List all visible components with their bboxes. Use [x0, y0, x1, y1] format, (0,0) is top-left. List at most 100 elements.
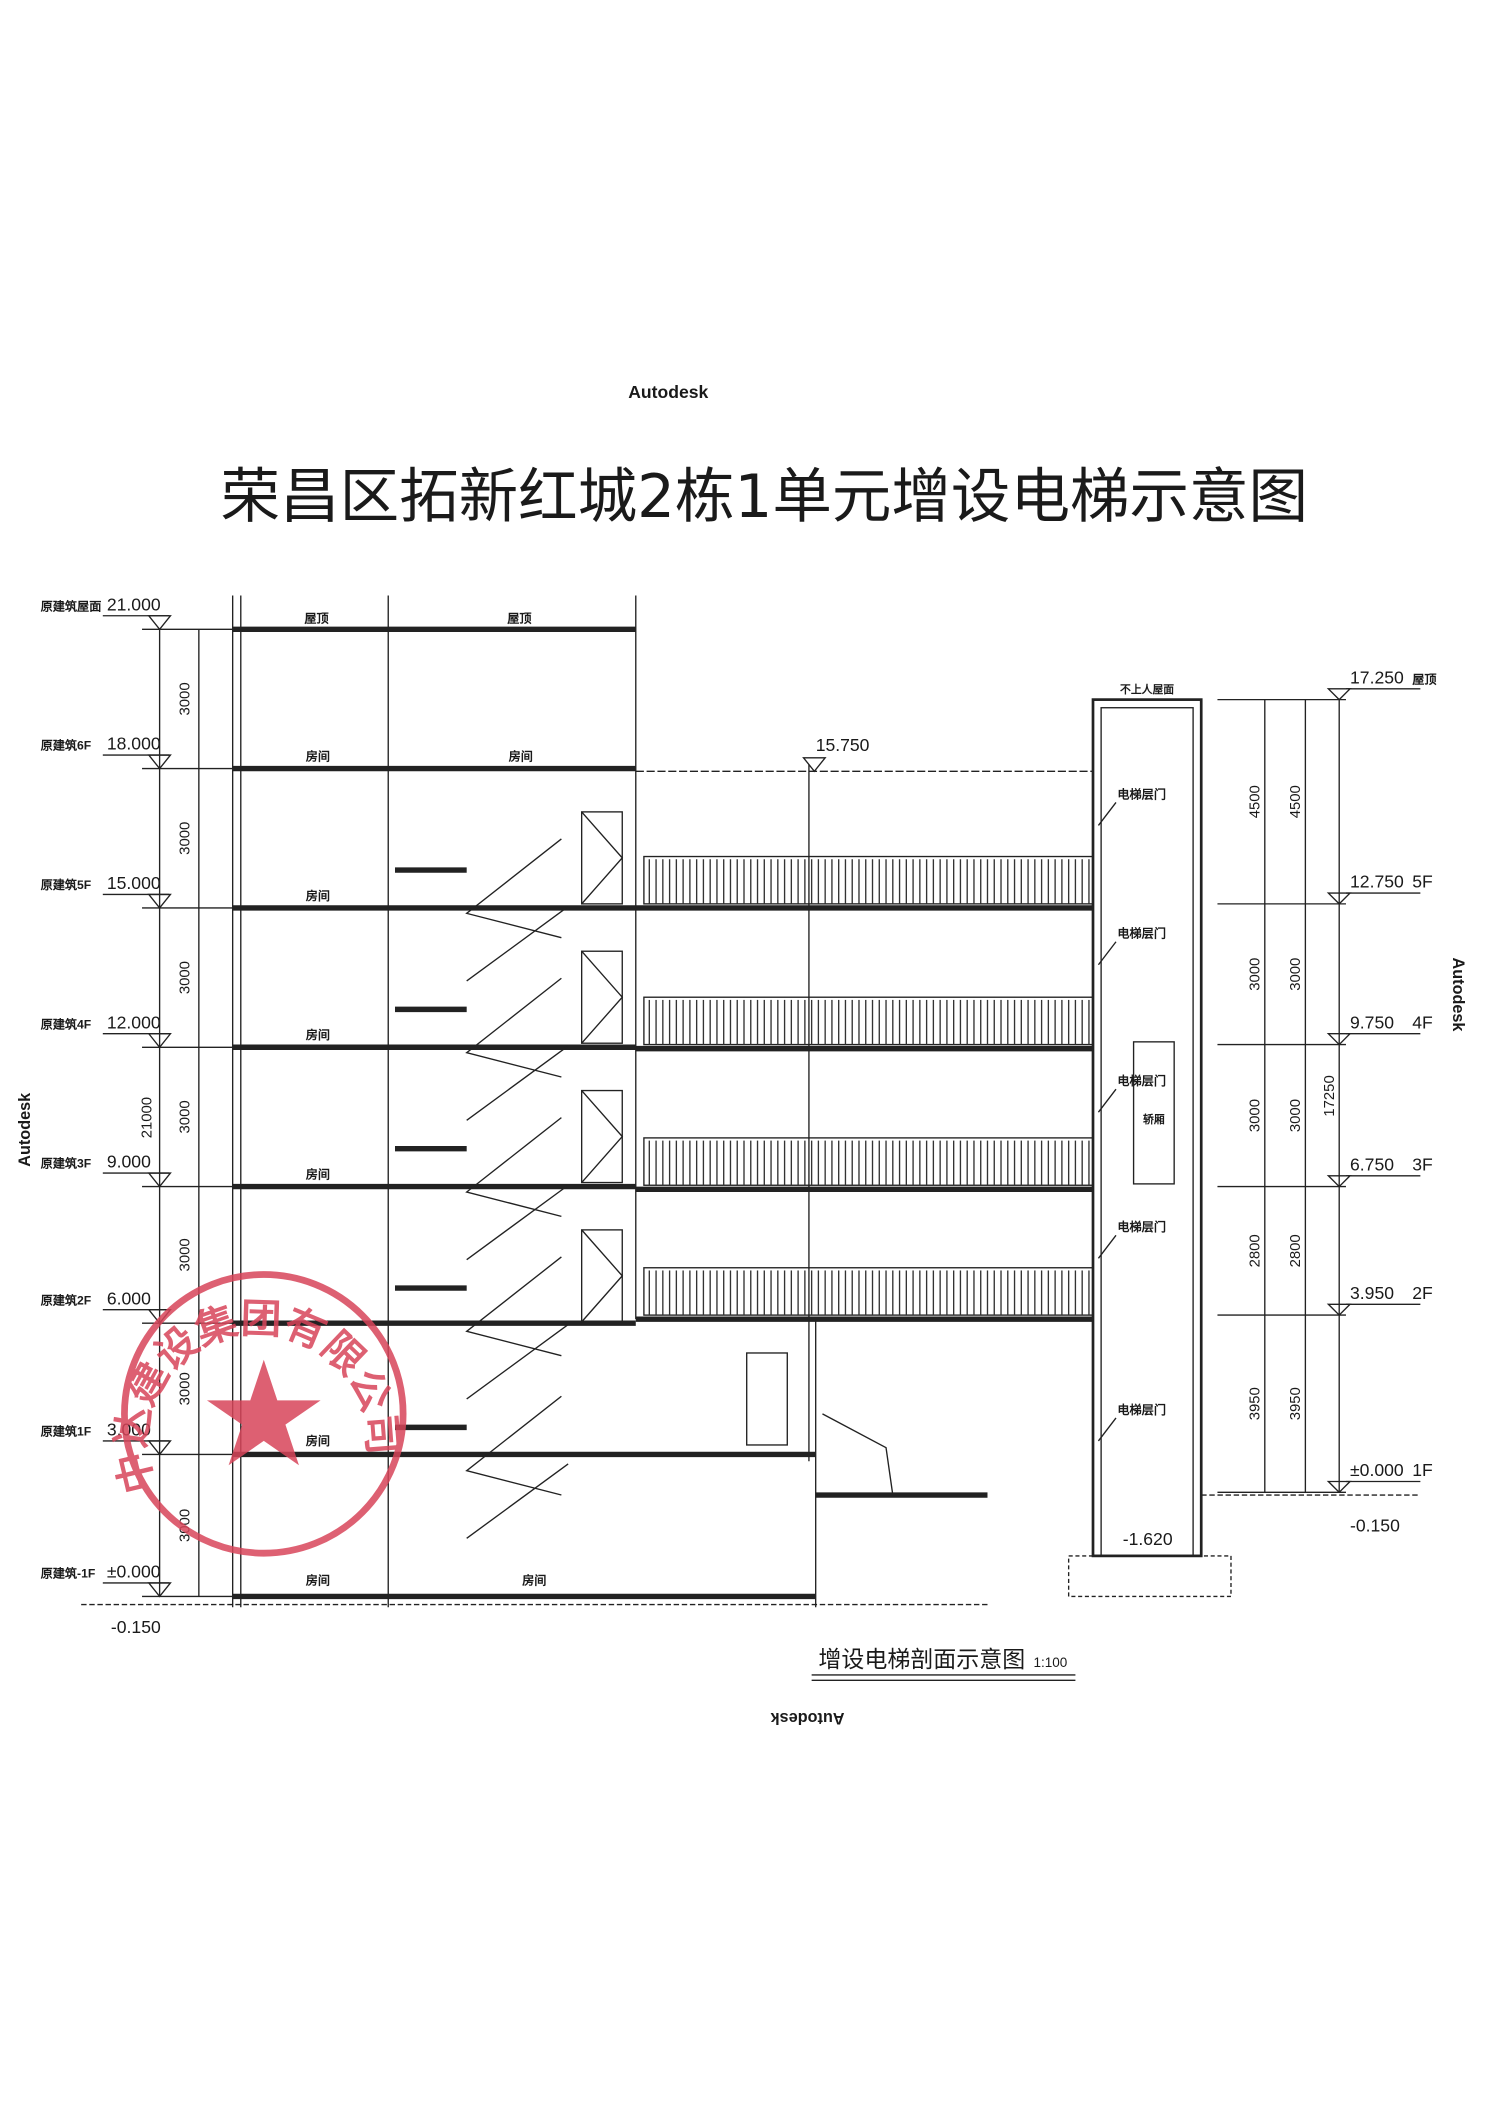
dim-value: 3000 — [177, 682, 193, 715]
leader — [1097, 1088, 1117, 1113]
level-name: 原建筑-1F — [41, 1566, 96, 1581]
roof-label: 屋顶 — [507, 611, 532, 626]
leader — [1097, 802, 1117, 826]
door — [580, 1089, 623, 1184]
stair-railing — [822, 1413, 894, 1496]
level-value: 6.000 — [107, 1288, 151, 1308]
level-value: 12.000 — [107, 1012, 161, 1032]
level-value: 9.750 — [1350, 1012, 1394, 1032]
autodesk-watermark-left: Autodesk — [16, 1092, 34, 1167]
dim-total: 21000 — [140, 1097, 156, 1138]
room-label: 房间 — [306, 1166, 330, 1181]
level-value: 9.000 — [107, 1152, 151, 1172]
existing-building: 屋顶屋顶房间房间房间房间房间房间房间房间 — [231, 595, 988, 1608]
elevator-door-label: 电梯层门 — [1117, 1219, 1166, 1234]
room-label: 房间 — [509, 748, 533, 763]
level-value: ±0.000 — [107, 1562, 161, 1582]
leader — [1097, 1417, 1117, 1442]
right-elevation-labels: 17.250 屋顶 12.750 5F 9.750 4F 6.750 3F 3.950 2F ±0.… — [1217, 667, 1437, 1536]
dim-value: 3000 — [1288, 1099, 1304, 1132]
railing — [643, 1267, 1094, 1316]
level-value: 6.750 — [1350, 1154, 1394, 1174]
dim-value: 3000 — [177, 1238, 193, 1271]
level-name: 原建筑屋面 — [41, 598, 102, 613]
door-swing — [581, 1090, 624, 1183]
level-value: 17.250 — [1350, 667, 1404, 687]
level-value: 21.000 — [107, 594, 161, 614]
stair-railing — [465, 1256, 562, 1357]
door — [580, 811, 623, 905]
room-label: 房间 — [306, 1433, 330, 1448]
stair-flight — [466, 1463, 569, 1539]
room-label: 房间 — [306, 1027, 330, 1042]
level-value: 18.000 — [107, 734, 161, 754]
railing — [643, 996, 1094, 1046]
door — [746, 1352, 788, 1446]
level-name: 原建筑3F — [41, 1156, 92, 1171]
stair-railing — [465, 977, 562, 1078]
railing — [643, 855, 1094, 905]
elevator-roof-label: 不上人屋面 — [1120, 682, 1174, 696]
room-label: 房间 — [306, 748, 330, 763]
dim-value: 2800 — [1247, 1234, 1263, 1267]
level-name: 原建筑2F — [41, 1292, 92, 1307]
door-swing — [581, 1229, 624, 1323]
dim-value: 3000 — [177, 961, 193, 994]
room-label: 房间 — [306, 1572, 330, 1587]
autodesk-watermark-right: Autodesk — [1449, 958, 1467, 1033]
scale-label: 1:100 — [1033, 1655, 1067, 1670]
level-marker-icon — [1326, 688, 1352, 701]
car-label: 轿厢 — [1143, 1112, 1165, 1126]
level-name: 5F — [1412, 872, 1433, 892]
level-name: 原建筑5F — [41, 877, 92, 892]
level-name: 3F — [1412, 1154, 1433, 1174]
dim-value: 3000 — [1247, 958, 1263, 991]
leader — [1097, 941, 1117, 966]
stair-flight — [466, 1045, 569, 1121]
drawing-title: 荣昌区拓新红城2栋1单元增设电梯示意图 — [221, 463, 1309, 532]
stair-flight — [466, 906, 569, 982]
level-value: ±0.000 — [1350, 1460, 1404, 1480]
dim-value: 3950 — [1247, 1387, 1263, 1420]
company-seal: 中达建设集团有限公司 — [107, 1271, 407, 1557]
elevator-door-label: 电梯层门 — [1117, 1402, 1166, 1417]
dim-value: 3000 — [1247, 1099, 1263, 1132]
pit-foundation — [1067, 1555, 1232, 1598]
room-label: 房间 — [306, 888, 330, 903]
level-value: 3.950 — [1350, 1283, 1394, 1303]
ground-level: -0.150 — [111, 1617, 161, 1637]
elevator-door-label: 电梯层门 — [1117, 1073, 1166, 1088]
seal-star-icon — [206, 1359, 321, 1466]
level-value: 12.750 — [1350, 872, 1404, 892]
level-name: 屋顶 — [1412, 671, 1437, 686]
door-swing — [581, 811, 624, 905]
door — [580, 950, 623, 1044]
level-value: 3.000 — [107, 1419, 151, 1439]
dim-value: 3000 — [177, 1100, 193, 1133]
level-marker-icon — [147, 615, 172, 631]
level-marker-icon — [802, 757, 827, 773]
ground-level: -0.150 — [1350, 1516, 1400, 1536]
level-name: 4F — [1412, 1012, 1433, 1032]
stair-flight — [466, 1184, 569, 1261]
level-name: 2F — [1412, 1283, 1433, 1303]
stair-railing — [465, 1117, 562, 1218]
level-name: 原建筑4F — [41, 1016, 92, 1031]
dim-value: 3000 — [177, 822, 193, 855]
section-caption: 增设电梯剖面示意图 — [818, 1647, 1025, 1673]
dim-value: 3950 — [1288, 1387, 1304, 1420]
room-label: 房间 — [522, 1572, 546, 1587]
elevator-car — [1132, 1041, 1175, 1185]
level-name: 原建筑1F — [41, 1423, 92, 1438]
corridor-walkways: 15.750 — [635, 735, 1094, 1462]
dim-value: 3000 — [177, 1372, 193, 1405]
dim-value: 4500 — [1247, 785, 1263, 818]
stair-railing — [465, 838, 562, 939]
level-name: 1F — [1412, 1460, 1433, 1480]
dim-total: 17250 — [1322, 1075, 1338, 1116]
elevator-door-label: 电梯层门 — [1117, 926, 1166, 941]
door-swing — [581, 950, 624, 1044]
